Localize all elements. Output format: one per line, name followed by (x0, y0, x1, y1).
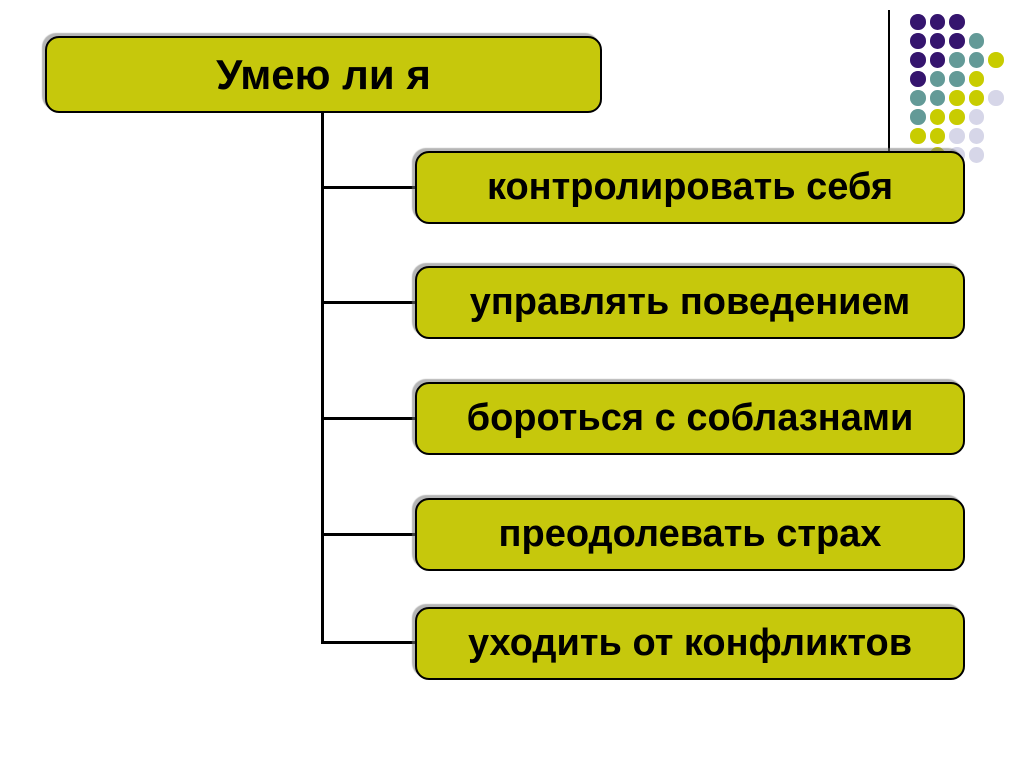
connector-branch-4 (321, 533, 418, 536)
connector-branch-2 (321, 301, 418, 304)
decor-dot-yellow (949, 109, 965, 125)
decor-dot-purple (929, 33, 946, 49)
decor-dot-teal (949, 71, 965, 87)
decor-dot-yellow (949, 90, 965, 106)
child-node-label: управлять поведением (469, 281, 911, 323)
child-node-box: управлять поведением (415, 266, 965, 339)
decor-dot-teal (910, 90, 926, 106)
decor-dot-purple (929, 52, 946, 68)
root-node-label: Умею ли я (216, 50, 431, 98)
decorative-vertical-line (888, 10, 890, 151)
decor-dot-purple (910, 71, 926, 87)
connector-branch-5 (321, 641, 418, 644)
decor-dot-yellow (929, 128, 946, 144)
decor-dot-lavender (968, 147, 985, 163)
child-node-box: бороться с соблазнами (415, 382, 965, 455)
child-node-box: преодолевать страх (415, 498, 965, 571)
child-node-label: контролировать себя (486, 166, 894, 208)
decor-dot-teal (929, 90, 946, 106)
decor-dot-lavender (968, 109, 985, 125)
decor-dot-yellow (968, 90, 985, 106)
child-node-label: бороться с соблазнами (466, 397, 914, 439)
decor-dot-yellow (988, 52, 1004, 68)
decor-dot-lavender (968, 128, 985, 144)
decor-dot-purple (929, 14, 946, 30)
decor-dot-yellow (929, 109, 946, 125)
decor-dot-yellow (968, 71, 985, 87)
decor-dot-teal (929, 71, 946, 87)
child-node-label: преодолевать страх (498, 513, 882, 555)
connector-branch-1 (321, 186, 418, 189)
decor-dot-purple (910, 33, 926, 49)
decor-dot-lavender (988, 90, 1004, 106)
connector-branch-3 (321, 417, 418, 420)
decor-dot-purple (949, 33, 965, 49)
root-node-box: Умею ли я (45, 36, 602, 113)
decor-dot-yellow (910, 128, 926, 144)
decor-dot-teal (949, 52, 965, 68)
decor-dot-teal (968, 52, 985, 68)
decor-dot-purple (910, 52, 926, 68)
decor-dot-teal (968, 33, 985, 49)
connector-trunk (321, 112, 324, 644)
child-node-box: уходить от конфликтов (415, 607, 965, 680)
decor-dot-purple (910, 14, 926, 30)
decor-dot-teal (910, 109, 926, 125)
decor-dot-purple (949, 14, 965, 30)
child-node-label: уходить от конфликтов (467, 622, 913, 664)
child-node-box: контролировать себя (415, 151, 965, 224)
decor-dot-lavender (949, 128, 965, 144)
